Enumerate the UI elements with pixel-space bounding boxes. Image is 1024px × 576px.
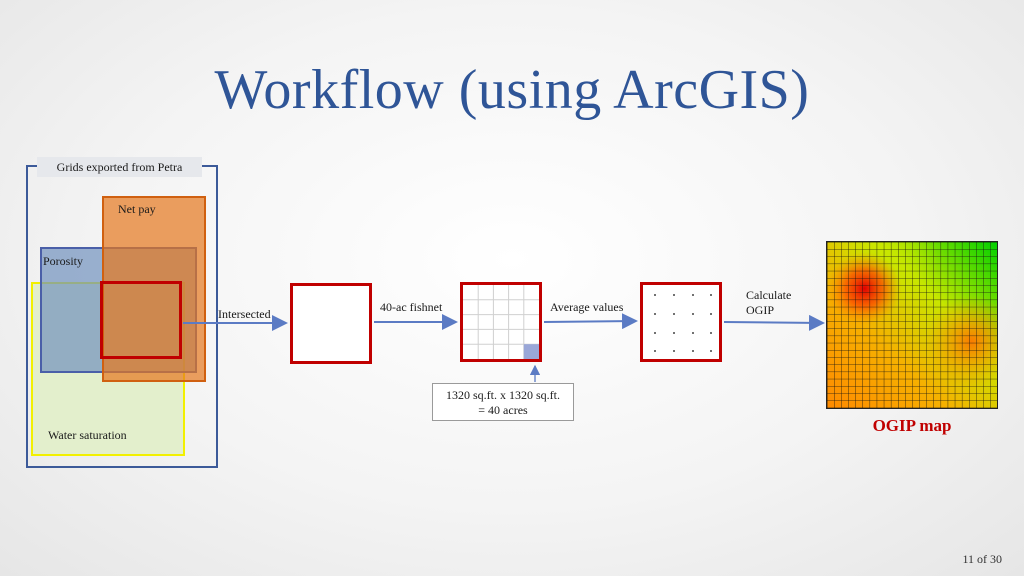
intersected-label: Intersected — [218, 307, 271, 321]
arrow-calculate — [723, 314, 825, 331]
arrow-average — [543, 313, 638, 330]
averaged-grid-box — [640, 282, 722, 362]
average-values-label: Average values — [550, 300, 624, 314]
averaged-points — [654, 294, 712, 352]
calculate-line2: OGIP — [746, 303, 775, 317]
calculate-ogip-label: Calculate OGIP — [746, 288, 791, 318]
intersected-grid-box — [290, 283, 372, 364]
net-pay-layer — [102, 196, 206, 382]
fishnet-cell-size-note: 1320 sq.ft. x 1320 sq.ft. = 40 acres — [432, 383, 574, 421]
fishnet-box — [460, 282, 542, 362]
input-grids-header: Grids exported from Petra — [37, 157, 202, 177]
fishnet-grid — [463, 285, 539, 359]
ogip-map-label: OGIP map — [872, 416, 952, 435]
page-number: 11 of 30 — [962, 552, 1002, 566]
ogip-heatmap — [827, 242, 997, 408]
intersection-outline — [100, 281, 182, 359]
note-line2: = 40 acres — [478, 403, 528, 417]
note-line1: 1320 sq.ft. x 1320 sq.ft. — [446, 388, 560, 402]
porosity-label: Porosity — [43, 254, 84, 268]
water-saturation-label: Water saturation — [48, 428, 127, 442]
calculate-line1: Calculate — [746, 288, 792, 302]
ogip-map-image — [826, 241, 998, 409]
fishnet-label: 40-ac fishnet — [380, 300, 443, 314]
net-pay-label: Net pay — [118, 202, 156, 216]
slide-title: Workflow (using ArcGIS) — [214, 59, 810, 121]
fishnet-cell-highlight — [523, 344, 539, 359]
